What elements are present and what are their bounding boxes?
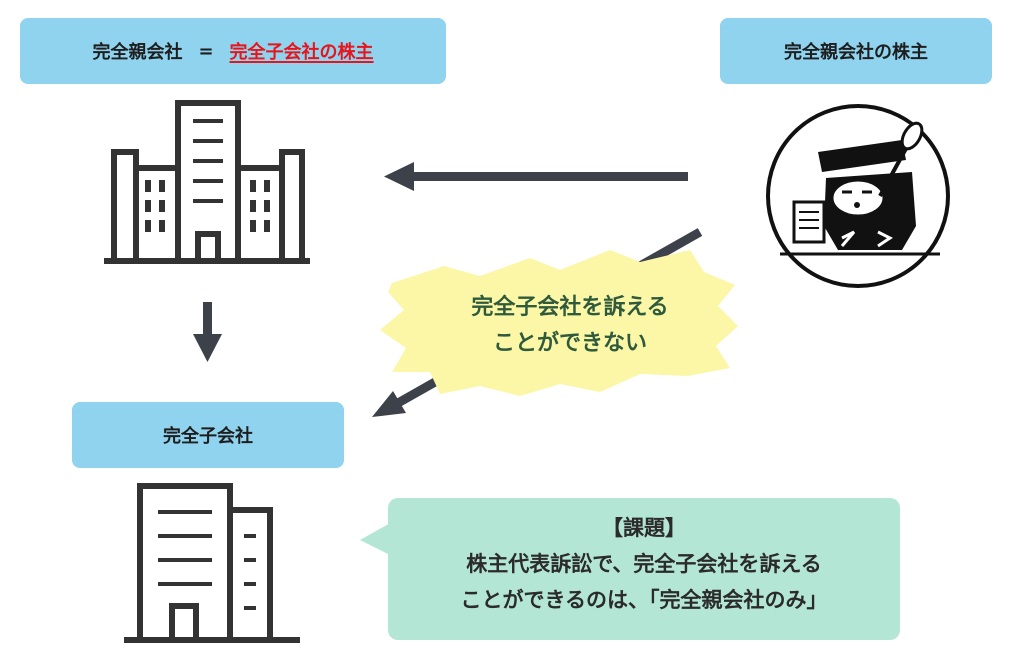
office-building-icon: [104, 100, 310, 264]
parent-company-name: 完全親会社: [92, 42, 183, 63]
shareholder-label: 完全親会社の株主: [720, 18, 992, 84]
left-arrow-icon: [384, 162, 688, 191]
parent-company-label: 完全親会社 = 完全子会社の株主: [20, 18, 446, 84]
shareholder-person-icon: [766, 104, 950, 288]
note-line-2: ことができるのは、「完全親会社のみ」: [460, 588, 828, 612]
small-building-icon: [124, 483, 300, 643]
note-bubble-tail: [360, 522, 392, 556]
parent-company-highlight: 完全子会社の株主: [229, 42, 374, 63]
burst-line-2: ことができない: [492, 331, 647, 356]
shareholder-label-text: 完全親会社の株主: [784, 42, 928, 63]
burst-line-1: 完全子会社を訴える: [471, 295, 669, 320]
burst-shape: [380, 250, 738, 396]
equals-sign: =: [198, 40, 214, 62]
burst-message: 完全子会社を訴える ことができない: [420, 290, 720, 362]
note-title: 【課題】: [602, 516, 686, 540]
note-line-1: 株主代表訴訟で、完全子会社を訴える: [466, 552, 822, 576]
down-arrow-icon: [193, 302, 222, 362]
subsidiary-label: 完全子会社: [72, 402, 344, 468]
subsidiary-label-text: 完全子会社: [163, 426, 253, 447]
issue-note: 【課題】 株主代表訴訟で、完全子会社を訴える ことができるのは、「完全親会社のみ…: [388, 498, 900, 640]
